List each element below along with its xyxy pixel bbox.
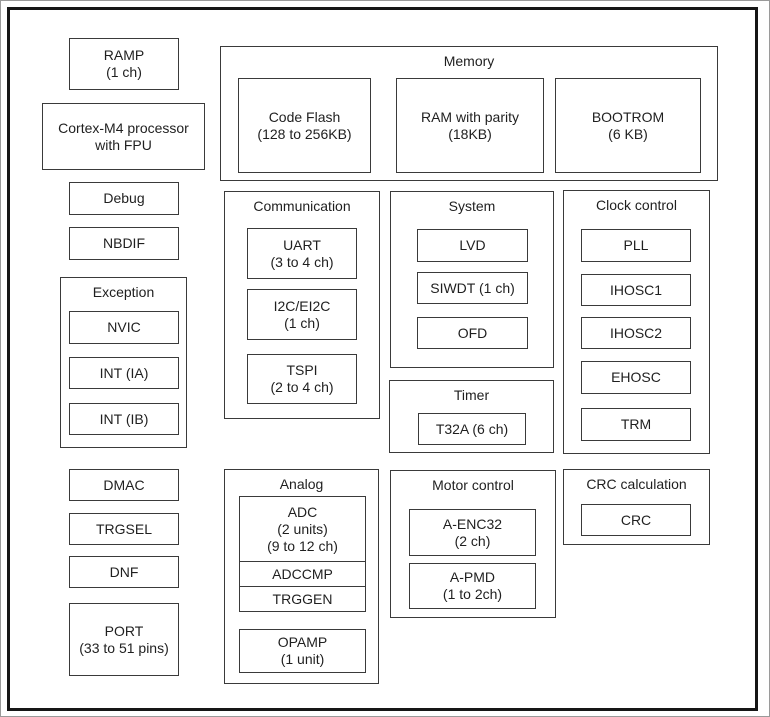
block-code-flash: Code Flash (128 to 256KB) <box>238 78 371 173</box>
block-cortex-m4-processor: Cortex-M4 processor with FPU <box>42 103 205 170</box>
block-debug: Debug <box>69 182 179 215</box>
block-int-ib: INT (IB) <box>69 403 179 435</box>
group-timer: Timer <box>389 380 554 453</box>
block-pll: PLL <box>581 229 691 262</box>
group-timer-title: Timer <box>453 387 490 403</box>
block-ofd: OFD <box>417 317 528 349</box>
block-adc: ADC (2 units) (9 to 12 ch) <box>239 496 366 562</box>
block-ramp: RAMP (1 ch) <box>69 38 179 90</box>
group-system: System <box>390 191 554 368</box>
group-crc-calculation: CRC calculation <box>563 469 710 545</box>
group-crc-calculation-title: CRC calculation <box>586 476 687 492</box>
block-a-enc32: A-ENC32 (2 ch) <box>409 509 536 556</box>
group-exception-title: Exception <box>92 284 155 300</box>
block-trgsel: TRGSEL <box>69 513 179 545</box>
block-dmac: DMAC <box>69 469 179 501</box>
group-motor-control: Motor control <box>390 470 556 618</box>
group-clock-control: Clock control <box>563 190 710 454</box>
block-port: PORT (33 to 51 pins) <box>69 603 179 676</box>
block-a-pmd: A-PMD (1 to 2ch) <box>409 563 536 609</box>
group-analog: Analog <box>224 469 379 684</box>
block-nvic: NVIC <box>69 311 179 344</box>
block-crc: CRC <box>581 504 691 536</box>
group-exception: Exception <box>60 277 187 448</box>
block-trm: TRM <box>581 408 691 441</box>
block-bootrom: BOOTROM (6 KB) <box>555 78 701 173</box>
block-trggen: TRGGEN <box>239 586 366 612</box>
block-siwdt: SIWDT (1 ch) <box>417 272 528 304</box>
block-ehosc: EHOSC <box>581 361 691 394</box>
group-clock-control-title: Clock control <box>596 197 677 213</box>
group-motor-control-title: Motor control <box>432 477 514 493</box>
block-ihosc1: IHOSC1 <box>581 274 691 306</box>
block-tspi: TSPI (2 to 4 ch) <box>247 354 357 404</box>
group-communication-title: Communication <box>253 198 351 214</box>
chip-outline <box>7 7 758 711</box>
block-ihosc2: IHOSC2 <box>581 317 691 349</box>
block-nbdif: NBDIF <box>69 227 179 260</box>
group-system-title: System <box>448 198 496 214</box>
block-ram-with-parity: RAM with parity (18KB) <box>396 78 544 173</box>
block-t32a: T32A (6 ch) <box>418 413 526 445</box>
block-int-ia: INT (IA) <box>69 357 179 389</box>
block-uart: UART (3 to 4 ch) <box>247 228 357 279</box>
group-memory: Memory <box>220 46 718 181</box>
group-communication: Communication <box>224 191 380 419</box>
group-analog-title: Analog <box>279 476 324 492</box>
block-lvd: LVD <box>417 229 528 262</box>
block-adccmp: ADCCMP <box>239 560 366 588</box>
block-dnf: DNF <box>69 556 179 588</box>
block-i2c-ei2c: I2C/EI2C (1 ch) <box>247 289 357 340</box>
block-opamp: OPAMP (1 unit) <box>239 629 366 673</box>
group-memory-title: Memory <box>443 53 495 69</box>
